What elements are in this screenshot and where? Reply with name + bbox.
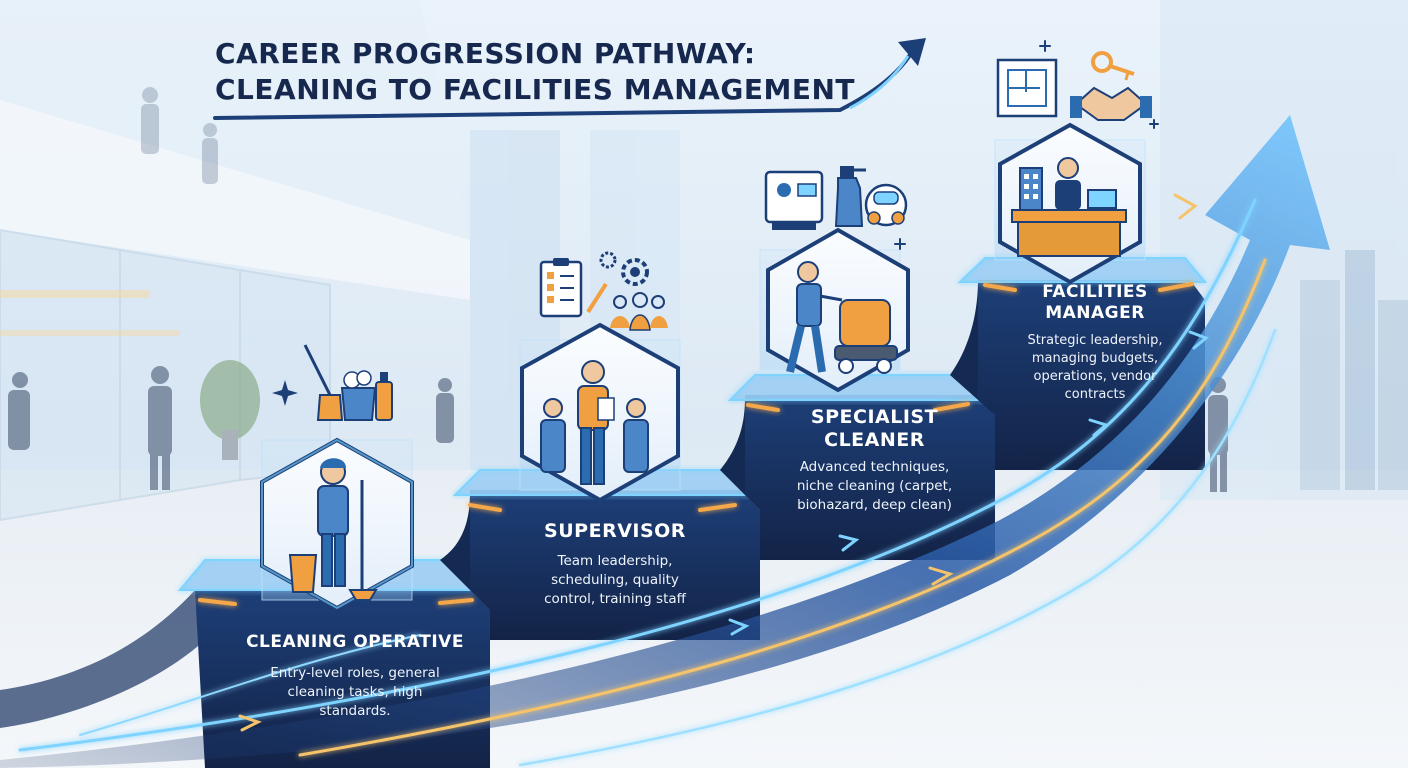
stage-2-title: SUPERVISOR	[544, 520, 686, 542]
stage-1-badge	[260, 437, 414, 611]
floor-scrubber-operator-icon	[786, 261, 898, 374]
cleaning-machine-icon	[764, 170, 824, 230]
team-people-icon	[610, 292, 668, 331]
stage-3-badge	[759, 227, 910, 393]
stage-2-description: Team leadership, scheduling, quality con…	[544, 553, 686, 607]
spray-bottle-icon	[834, 166, 866, 227]
title-arrow-icon	[213, 38, 926, 120]
handshake-icon	[1070, 86, 1152, 121]
supervisor-with-team-icon	[540, 360, 649, 485]
page-title: CAREER PROGRESSION PATHWAY: CLEANING TO …	[215, 36, 915, 108]
title-line-2: CLEANING TO FACILITIES MANAGEMENT	[215, 73, 855, 106]
manager-at-desk-icon	[1011, 157, 1127, 257]
stage-2-badge	[519, 322, 681, 503]
sparkle-icon	[272, 380, 298, 406]
cleaning-supplies-icon	[303, 344, 393, 421]
gears-icon	[599, 251, 649, 286]
growth-arrow	[0, 115, 1330, 768]
title-line-1: CAREER PROGRESSION PATHWAY:	[215, 37, 756, 70]
cleaner-with-mop-and-bucket-icon	[288, 458, 378, 601]
stage-4-badge	[994, 122, 1146, 285]
key-icon	[1091, 51, 1135, 81]
stage-4-description: Strategic leadership, managing budgets, …	[1027, 333, 1163, 402]
respirator-mask-icon	[864, 183, 908, 227]
stage-3-title: SPECIALIST CLEANER	[810, 406, 939, 451]
decorative-sparkles	[894, 40, 1159, 250]
stage-1-title: CLEANING OPERATIVE	[246, 632, 464, 652]
blueprint-icon	[996, 58, 1058, 118]
stage-3-description: Advanced techniques, niche cleaning (car…	[796, 459, 953, 513]
clipboard-checklist-icon	[539, 258, 608, 318]
stage-1-description: Entry-level roles, general cleaning task…	[270, 665, 440, 719]
stage-4-title: FACILITIES MANAGER	[1042, 282, 1148, 323]
